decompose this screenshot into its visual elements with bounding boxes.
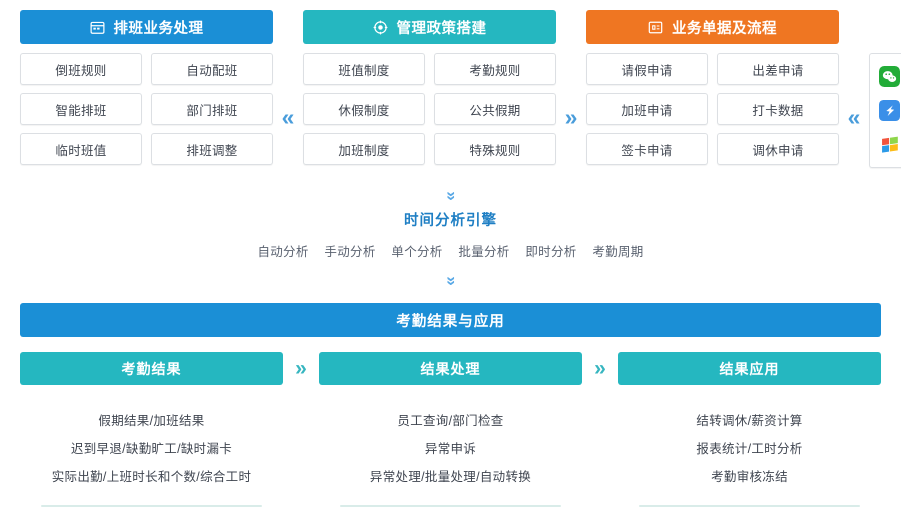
module-title-scheduling: 排班业务处理 <box>113 20 204 37</box>
module-cell[interactable]: 请假申请 <box>586 53 708 85</box>
wechat-icon[interactable] <box>878 66 900 88</box>
module-cell[interactable]: 加班制度 <box>303 133 425 165</box>
results-item: 实际出勤/上班时长和个数/综合工时 <box>51 470 252 484</box>
results-column-header: 考勤结果 <box>20 352 283 385</box>
module-cell[interactable]: 打卡数据 <box>717 93 839 125</box>
module-cells-policy: 班值制度 考勤规则 休假制度 公共假期 加班制度 特殊规则 <box>303 53 556 165</box>
integration-icon-strip <box>869 53 901 168</box>
module-header-scheduling: 排班业务处理 <box>20 10 273 44</box>
results-column-header: 结果应用 <box>618 352 881 385</box>
module-title-documents: 业务单据及流程 <box>672 20 777 37</box>
windows-icon[interactable] <box>879 134 900 155</box>
results-column-header: 结果处理 <box>319 352 582 385</box>
module-cells-documents: 请假申请 出差申请 加班申请 打卡数据 签卡申请 调休申请 <box>586 53 839 165</box>
results-item: 考勤审核冻结 <box>711 470 788 484</box>
top-modules-row: 排班业务处理 倒班规则 自动配班 智能排班 部门排班 临时班值 排班调整 « 管… <box>0 10 901 185</box>
results-item: 结转调休/薪资计算 <box>696 414 803 428</box>
results-column-items: 员工查询/部门检查 异常申诉 异常处理/批量处理/自动转换 <box>319 407 582 491</box>
results-item: 异常申诉 <box>424 442 477 456</box>
results-column-attendance-results: 考勤结果 假期结果/加班结果 迟到早退/缺勤旷工/缺时漏卡 实际出勤/上班时长和… <box>20 352 283 507</box>
module-cell[interactable]: 部门排班 <box>151 93 273 125</box>
flow-arrow-bottom-2: » <box>594 357 606 380</box>
results-column-application: 结果应用 结转调休/薪资计算 报表统计/工时分析 考勤审核冻结 <box>618 352 881 507</box>
dingtalk-icon[interactable] <box>878 99 900 121</box>
flow-arrow-bottom-1: » <box>295 357 307 380</box>
module-cell[interactable]: 出差申请 <box>717 53 839 85</box>
results-column-items: 假期结果/加班结果 迟到早退/缺勤旷工/缺时漏卡 实际出勤/上班时长和个数/综合… <box>20 407 283 491</box>
settings-gear-icon <box>373 20 388 35</box>
results-item: 假期结果/加班结果 <box>98 414 205 428</box>
results-item: 员工查询/部门检查 <box>397 414 504 428</box>
results-column-items: 结转调休/薪资计算 报表统计/工时分析 考勤审核冻结 <box>618 407 881 491</box>
module-cell[interactable]: 特殊规则 <box>434 133 556 165</box>
module-cell[interactable]: 加班申请 <box>586 93 708 125</box>
module-cell[interactable]: 自动配班 <box>151 53 273 85</box>
module-cell[interactable]: 智能排班 <box>20 93 142 125</box>
column-divider-rule <box>639 505 860 507</box>
module-cell[interactable]: 班值制度 <box>303 53 425 85</box>
module-cell[interactable]: 倒班规则 <box>20 53 142 85</box>
document-flow-icon <box>648 20 663 35</box>
module-cell[interactable]: 调休申请 <box>717 133 839 165</box>
results-and-application-section: 考勤结果与应用 考勤结果 假期结果/加班结果 迟到早退/缺勤旷工/缺时漏卡 实际… <box>0 303 901 507</box>
engine-tag: 即时分析 <box>525 245 577 259</box>
module-cell[interactable]: 签卡申请 <box>586 133 708 165</box>
module-header-policy: 管理政策搭建 <box>303 10 556 44</box>
flow-arrow-right-1: » <box>564 104 578 130</box>
column-divider-rule <box>340 505 561 507</box>
results-item: 报表统计/工时分析 <box>696 442 803 456</box>
column-divider-rule <box>41 505 262 507</box>
module-title-policy: 管理政策搭建 <box>396 20 487 37</box>
module-cell[interactable]: 排班调整 <box>151 133 273 165</box>
engine-title: 时间分析引擎 <box>404 213 497 229</box>
module-column-documents: 业务单据及流程 请假申请 出差申请 加班申请 打卡数据 签卡申请 调休申请 <box>586 10 839 165</box>
module-cell[interactable]: 休假制度 <box>303 93 425 125</box>
module-column-policy: 管理政策搭建 班值制度 考勤规则 休假制度 公共假期 加班制度 特殊规则 <box>303 10 556 165</box>
engine-tag: 单个分析 <box>391 245 443 259</box>
engine-tag: 自动分析 <box>257 245 309 259</box>
results-item: 迟到早退/缺勤旷工/缺时漏卡 <box>70 442 233 456</box>
engine-tag-list: 自动分析 手动分析 单个分析 批量分析 即时分析 考勤周期 <box>0 241 901 260</box>
module-cell[interactable]: 考勤规则 <box>434 53 556 85</box>
module-header-documents: 业务单据及流程 <box>586 10 839 44</box>
flow-arrow-left-1: « <box>281 104 295 130</box>
module-cells-scheduling: 倒班规则 自动配班 智能排班 部门排班 临时班值 排班调整 <box>20 53 273 165</box>
module-cell[interactable]: 公共假期 <box>434 93 556 125</box>
results-item: 异常处理/批量处理/自动转换 <box>369 470 532 484</box>
engine-tag: 批量分析 <box>458 245 510 259</box>
results-column-processing: 结果处理 员工查询/部门检查 异常申诉 异常处理/批量处理/自动转换 <box>319 352 582 507</box>
results-columns: 考勤结果 假期结果/加班结果 迟到早退/缺勤旷工/缺时漏卡 实际出勤/上班时长和… <box>0 352 901 507</box>
module-column-scheduling: 排班业务处理 倒班规则 自动配班 智能排班 部门排班 临时班值 排班调整 <box>20 10 273 165</box>
results-banner: 考勤结果与应用 <box>20 303 881 337</box>
flow-arrow-left-2: « <box>847 104 861 130</box>
module-cell[interactable]: 临时班值 <box>20 133 142 165</box>
time-analysis-engine-section: » 时间分析引擎 自动分析 手动分析 单个分析 批量分析 即时分析 考勤周期 » <box>0 185 901 290</box>
engine-tag: 考勤周期 <box>592 245 644 259</box>
engine-tag: 手动分析 <box>324 245 376 259</box>
calendar-icon <box>90 20 105 35</box>
